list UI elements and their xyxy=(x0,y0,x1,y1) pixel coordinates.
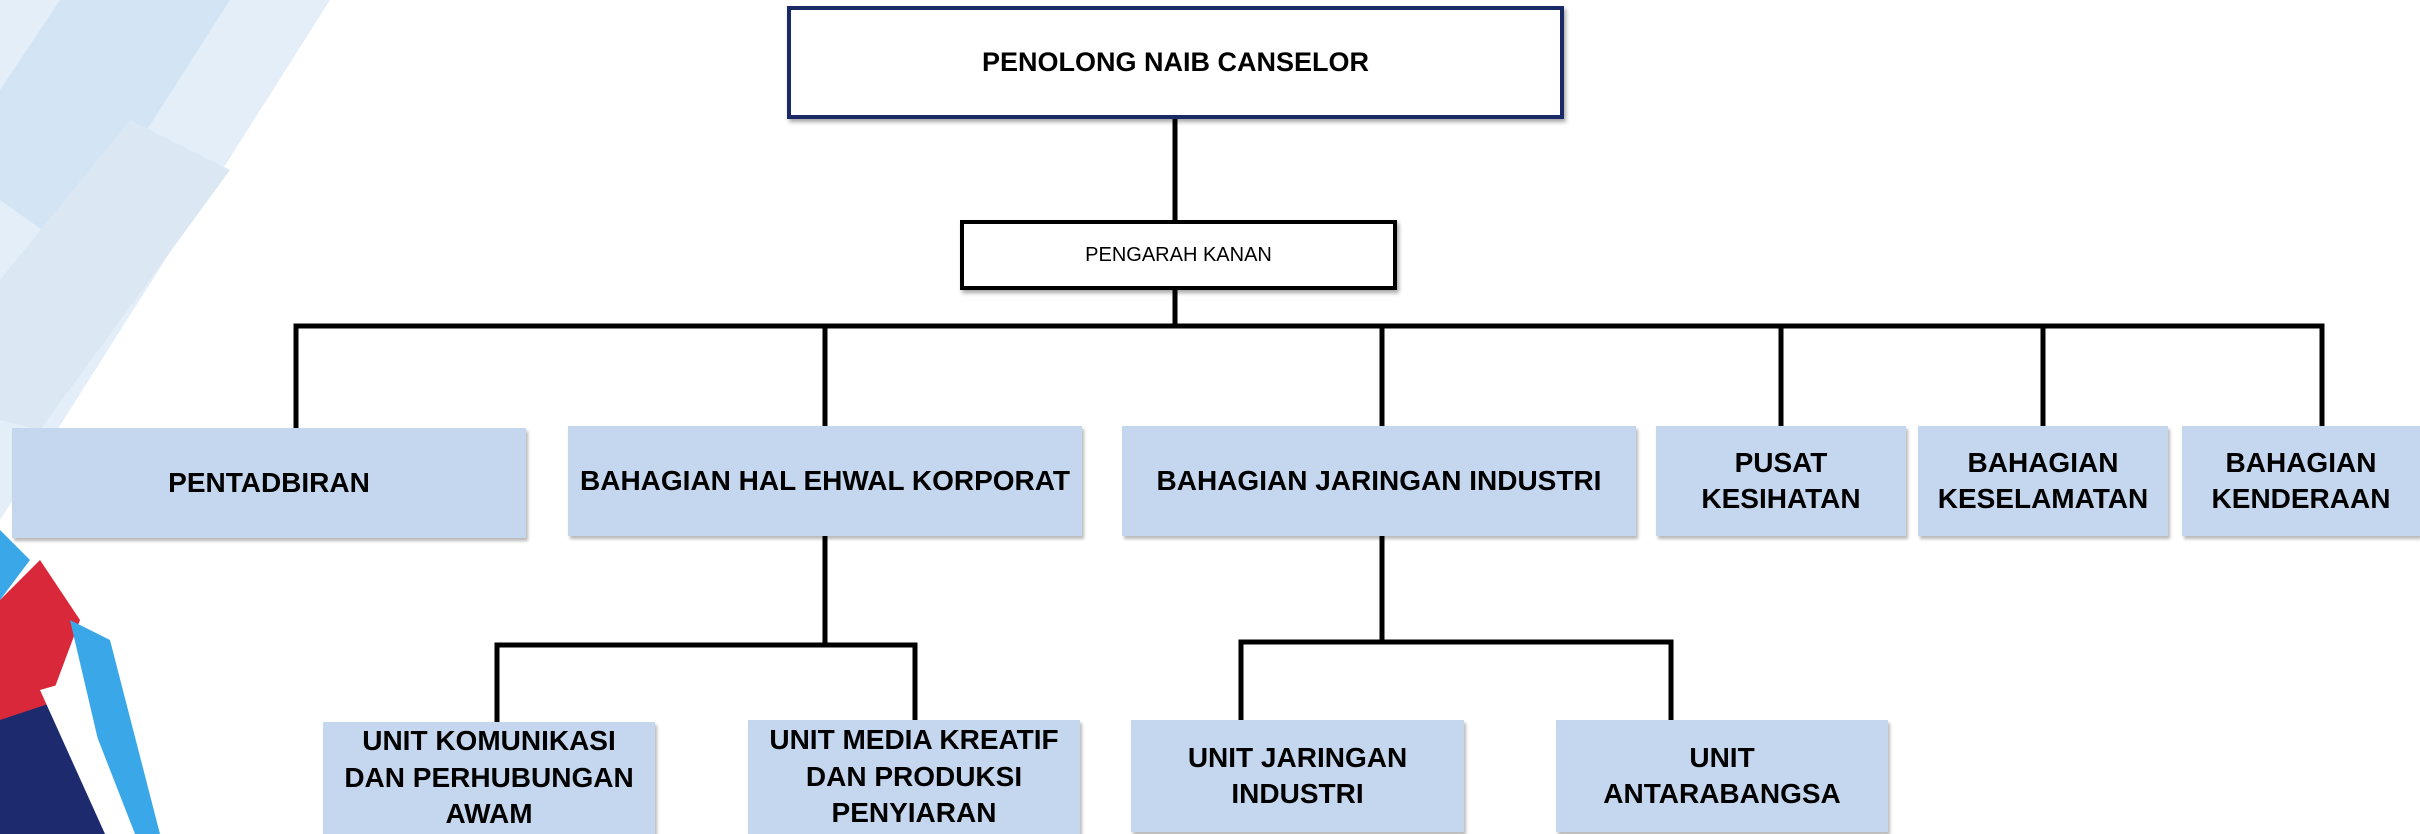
dept-node-pusat-kesihatan: PUSAT KESIHATAN xyxy=(1656,426,1906,536)
unit-node-media-kreatif: UNIT MEDIA KREATIF DAN PRODUKSI PENYIARA… xyxy=(748,720,1080,834)
dept-node-hal-ehwal-korporat: BAHAGIAN HAL EHWAL KORPORAT xyxy=(568,426,1082,536)
dept-node-kenderaan: BAHAGIAN KENDERAAN xyxy=(2182,426,2420,536)
bg-accent-stripe xyxy=(0,530,30,600)
unit-node-antarabangsa: UNIT ANTARABANGSA xyxy=(1556,720,1888,832)
dept-node-pentadbiran: PENTADBIRAN xyxy=(12,428,526,538)
bg-accent-stripe xyxy=(70,620,160,834)
dept-node-jaringan-industri: BAHAGIAN JARINGAN INDUSTRI xyxy=(1122,426,1636,536)
bg-light-shape xyxy=(0,120,230,430)
bg-light-shape xyxy=(0,0,230,250)
bg-accent-stripe xyxy=(40,680,135,834)
unit-node-komunikasi: UNIT KOMUNIKASI DAN PERHUBUNGAN AWAM xyxy=(323,722,655,834)
unit-node-jaringan-industri: UNIT JARINGAN INDUSTRI xyxy=(1131,720,1464,832)
root-node: PENOLONG NAIB CANSELOR xyxy=(787,6,1564,119)
director-node: PENGARAH KANAN xyxy=(960,220,1397,290)
dept-node-keselamatan: BAHAGIAN KESELAMATAN xyxy=(1918,426,2168,536)
